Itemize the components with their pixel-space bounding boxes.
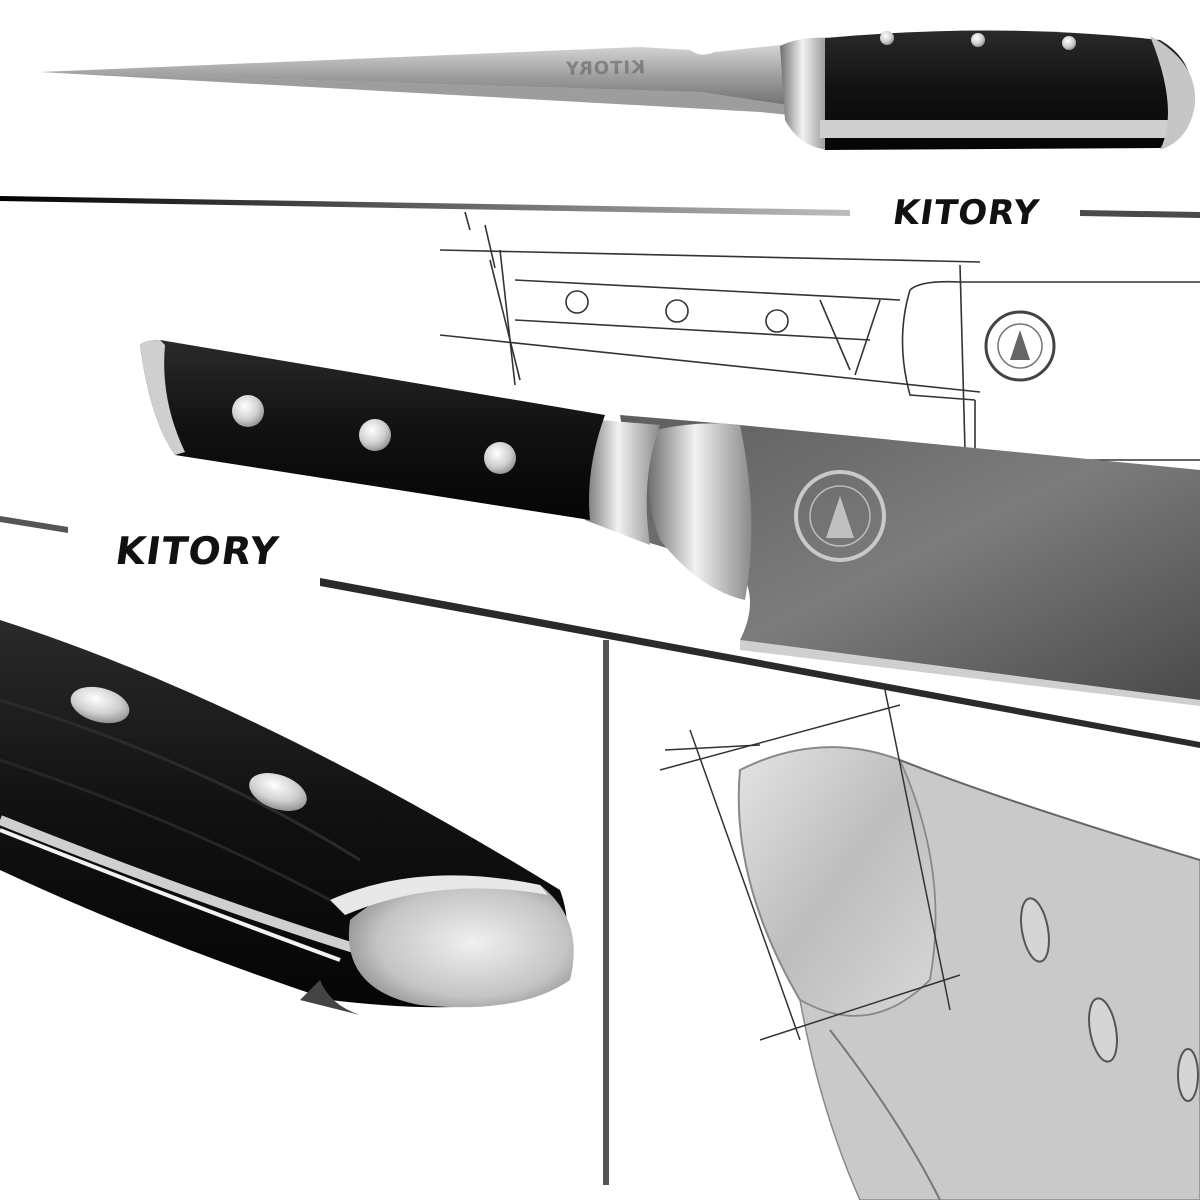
blade-engraving: KITORY: [564, 57, 646, 80]
knife-sketch: [439, 211, 1200, 461]
damask-sketch: [659, 689, 1200, 1200]
divider-lines: [0, 196, 1200, 1185]
main-knife: [140, 340, 1200, 706]
brand-logo-left: KITORY: [112, 529, 282, 573]
sketch-emblem: [984, 310, 1056, 382]
top-knife: [40, 30, 1196, 150]
brand-logo-top: KITORY: [890, 193, 1042, 233]
handle-closeup: [0, 620, 574, 1015]
